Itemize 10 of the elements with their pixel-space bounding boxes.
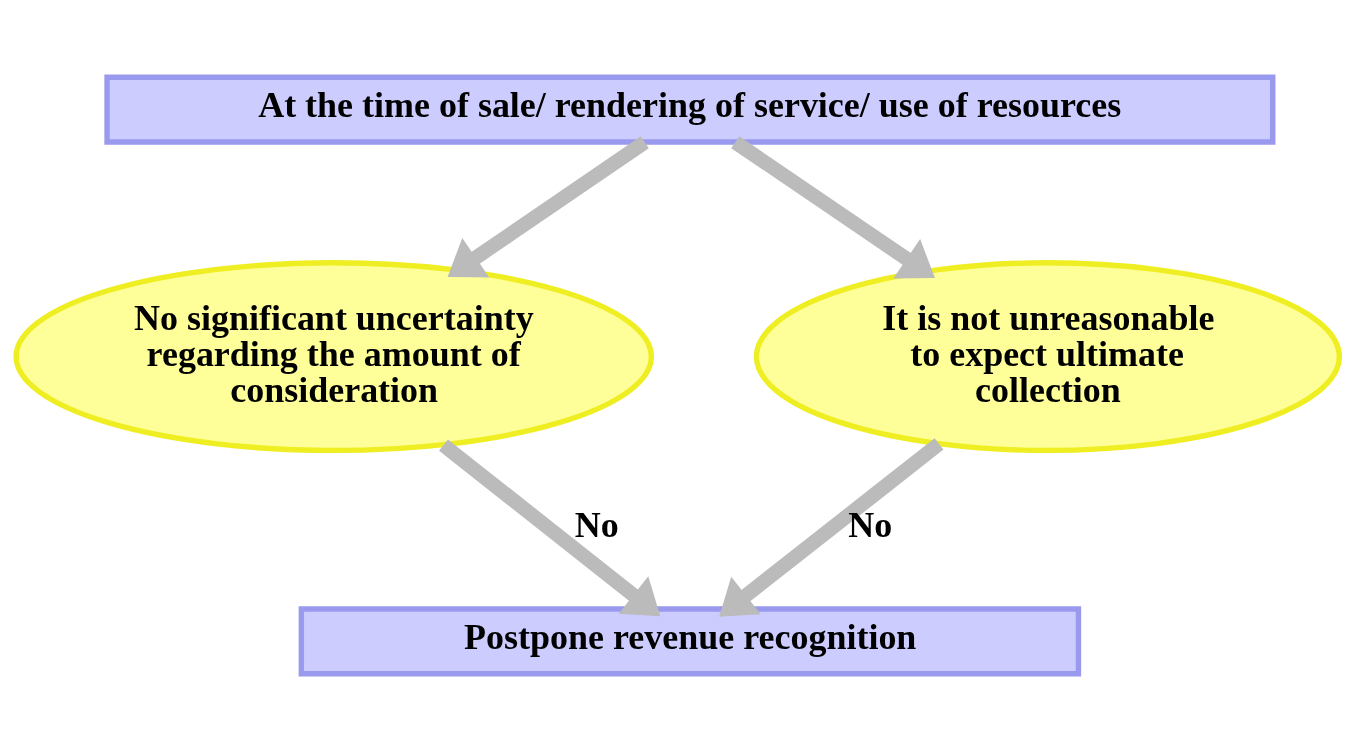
node-box: At the time of sale/ rendering of service/ use of resources xyxy=(104,74,1276,145)
arrow xyxy=(439,439,661,617)
arrow xyxy=(447,136,649,278)
node-ellipse: It is not unreasonable to expect ultimate collection xyxy=(753,260,1342,454)
edge-label: No xyxy=(574,505,619,546)
arrow xyxy=(719,438,944,617)
arrow xyxy=(731,136,935,279)
node-ellipse: No significant uncertainty regarding the amount of consideration xyxy=(13,260,654,454)
edge-label: No xyxy=(848,505,893,546)
node-box: Postpone revenue recognition xyxy=(298,606,1082,677)
